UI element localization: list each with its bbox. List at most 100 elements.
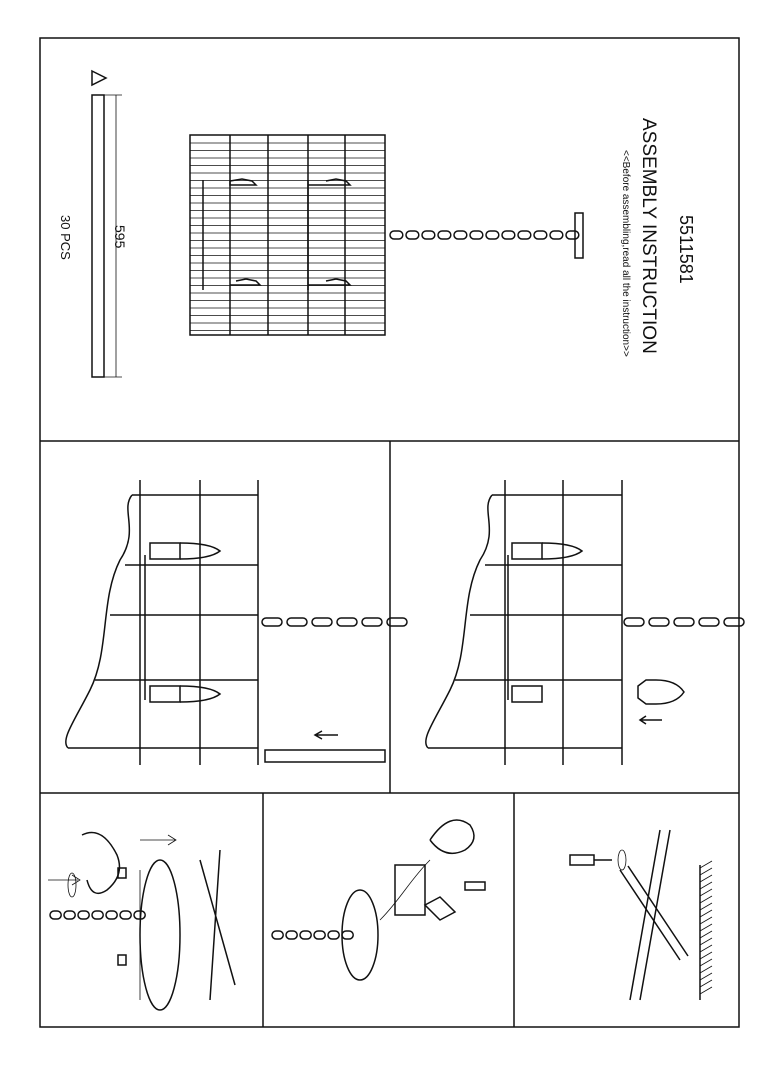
chain-link xyxy=(469,230,484,240)
crossbar-drawing xyxy=(199,849,236,1001)
chain-link xyxy=(77,910,90,920)
chain-link xyxy=(648,617,670,627)
chandelier-drawing xyxy=(189,134,584,336)
chain-drawing xyxy=(623,617,745,627)
hatch-line xyxy=(699,916,713,925)
step-insert-slats xyxy=(65,480,408,765)
screwdriver-icon xyxy=(569,854,595,866)
arrow-left-icon xyxy=(313,730,338,740)
chain-link xyxy=(549,230,564,240)
wire xyxy=(379,859,431,921)
hatch-line xyxy=(699,965,713,974)
chain-link xyxy=(533,230,548,240)
canopy-drawing xyxy=(574,212,584,259)
chain-link xyxy=(386,617,408,627)
chain-link xyxy=(49,910,62,920)
bulb-icon xyxy=(637,679,685,705)
hatch-line xyxy=(699,958,713,967)
hatch-line xyxy=(699,923,713,932)
chain-link xyxy=(517,230,532,240)
chain-link xyxy=(336,617,358,627)
slat-part: 595 30 PCS xyxy=(58,69,128,378)
model-number: 5511581 xyxy=(676,215,696,284)
chain-link xyxy=(437,230,452,240)
terminal-block xyxy=(394,864,426,916)
bulb-icon xyxy=(179,685,222,703)
rotate-icon xyxy=(67,872,77,898)
chain-link xyxy=(63,910,76,920)
ceiling-hatch xyxy=(699,860,713,995)
canopy-drawing xyxy=(341,889,379,981)
hatch-line xyxy=(699,895,713,904)
arrow-left-icon xyxy=(638,715,662,725)
chain-drawing xyxy=(271,930,354,940)
slat-quantity: 30 PCS xyxy=(58,215,73,260)
chain-drawing xyxy=(389,230,580,240)
hand-icon xyxy=(429,819,475,855)
step-wire-connection xyxy=(271,819,486,981)
chain-link xyxy=(723,617,745,627)
slat-drawing xyxy=(91,94,105,378)
hatch-line xyxy=(699,930,713,939)
chain-link xyxy=(133,910,146,920)
chain-link xyxy=(623,617,645,627)
hand-icon xyxy=(81,831,121,895)
chain-link xyxy=(341,930,354,940)
hatch-line xyxy=(699,881,713,890)
chain-link xyxy=(405,230,420,240)
hatch-line xyxy=(699,972,713,981)
chain-link xyxy=(361,617,383,627)
chain-link xyxy=(105,910,118,920)
chain-link xyxy=(299,930,312,940)
bulb-icon xyxy=(230,278,352,286)
hatch-line xyxy=(699,986,713,995)
canopy-drawing xyxy=(139,859,181,1011)
chain-link xyxy=(698,617,720,627)
hatch-line xyxy=(699,909,713,918)
bulb-icon xyxy=(229,178,352,186)
chain-link xyxy=(421,230,436,240)
step-install-bulbs xyxy=(425,480,745,765)
document-title: ASSEMBLY INSTRUCTION xyxy=(638,118,659,354)
chain-link xyxy=(453,230,468,240)
chain-link xyxy=(271,930,284,940)
arrow-right-icon xyxy=(140,834,177,846)
page-grid xyxy=(39,37,740,1028)
chain-link xyxy=(119,910,132,920)
slat-length: 595 xyxy=(112,225,128,249)
chain-link xyxy=(261,617,283,627)
bracket-drawing xyxy=(423,896,457,921)
hatch-line xyxy=(699,951,713,960)
chain-link xyxy=(565,230,580,240)
hatch-line xyxy=(699,937,713,946)
bulb-icon xyxy=(541,542,584,560)
chain-link xyxy=(389,230,404,240)
document-subtitle: <<Before assembling,read all the instruc… xyxy=(620,150,631,357)
hatch-line xyxy=(699,979,713,988)
crossbar-drawing xyxy=(619,865,689,961)
hatch-line xyxy=(699,867,713,876)
step-hang-chain-canopy xyxy=(48,831,236,1011)
screwdriver-icon xyxy=(464,881,486,891)
chain-link xyxy=(673,617,695,627)
hatch-line xyxy=(699,944,713,953)
chain-link xyxy=(91,910,104,920)
chain-drawing xyxy=(261,617,408,627)
chain-link xyxy=(485,230,500,240)
header-text: 5511581 ASSEMBLY INSTRUCTION <<Before as… xyxy=(620,118,696,357)
crossbar-drawing xyxy=(629,829,671,1001)
marker-triangle-icon xyxy=(91,69,108,87)
hatch-line xyxy=(699,874,713,883)
hatch-line xyxy=(699,860,713,869)
hatch-line xyxy=(699,902,713,911)
chain-link xyxy=(501,230,516,240)
step-mount-crossbar xyxy=(569,829,713,1001)
chain-link xyxy=(286,617,308,627)
chain-drawing xyxy=(49,910,146,920)
bulb-icon xyxy=(179,542,222,560)
chain-link xyxy=(313,930,326,940)
slat-drawing xyxy=(264,749,386,763)
chain-link xyxy=(327,930,340,940)
rotate-icon xyxy=(617,849,627,871)
